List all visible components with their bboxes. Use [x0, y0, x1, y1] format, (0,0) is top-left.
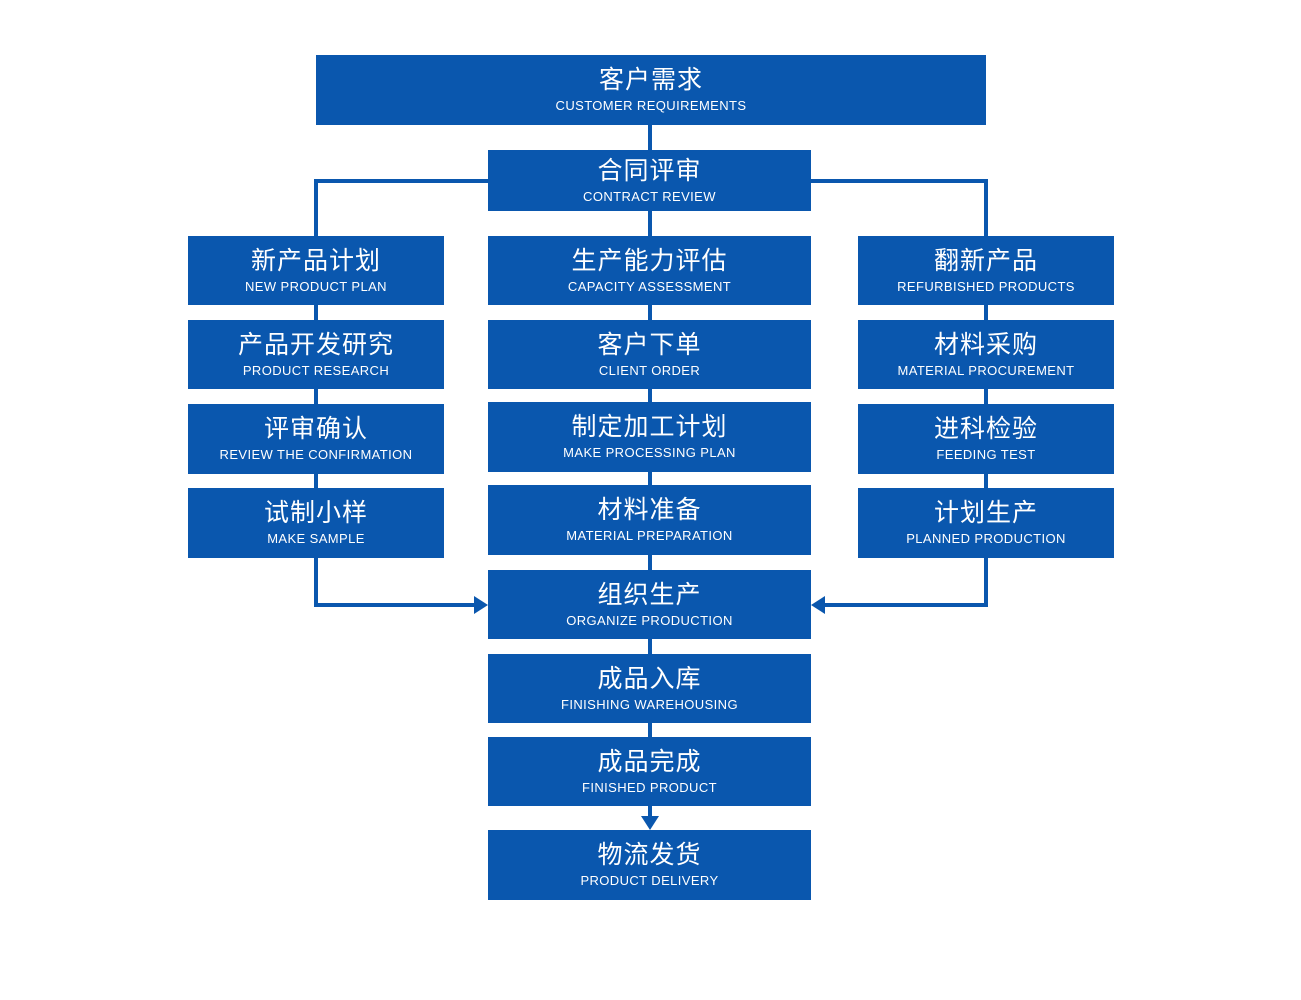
connector-branch-right-horizontal [811, 179, 988, 183]
flow-node-planned-production: 计划生产 PLANNED PRODUCTION [858, 488, 1114, 558]
connector-procurement-to-feeding [984, 389, 988, 404]
flow-node-material-procurement: 材料采购 MATERIAL PROCUREMENT [858, 320, 1114, 389]
node-title-zh: 产品开发研究 [237, 330, 394, 359]
flow-node-feeding-test: 进科检验 FEEDING TEST [858, 404, 1114, 474]
node-subtitle-en: REVIEW THE CONFIRMATION [219, 447, 413, 463]
connector-finished-to-delivery-stem [648, 806, 652, 818]
flow-node-product-delivery: 物流发货 PRODUCT DELIVERY [488, 830, 811, 900]
flow-node-product-research: 产品开发研究 PRODUCT RESEARCH [188, 320, 444, 389]
node-title-zh: 生产能力评估 [571, 246, 728, 275]
node-title-zh: 材料准备 [597, 496, 702, 525]
connector-contract-to-capacity [648, 211, 652, 236]
node-subtitle-en: MATERIAL PREPARATION [566, 528, 733, 544]
flow-node-refurbished-products: 翻新产品 REFURBISHED PRODUCTS [858, 236, 1114, 305]
node-title-zh: 试制小样 [263, 499, 368, 528]
node-title-zh: 制定加工计划 [571, 413, 728, 442]
node-title-zh: 成品完成 [597, 747, 702, 776]
connector-branch-left-horizontal [314, 179, 488, 183]
node-title-zh: 材料采购 [933, 330, 1038, 359]
connector-sample-elbow-horizontal [314, 603, 476, 607]
node-subtitle-en: REFURBISHED PRODUCTS [897, 278, 1075, 294]
flow-node-organize-production: 组织生产 ORGANIZE PRODUCTION [488, 570, 811, 639]
arrowhead-right-into-organize [474, 596, 488, 614]
connector-organize-to-warehousing [648, 639, 652, 654]
node-title-zh: 新产品计划 [250, 246, 381, 275]
node-title-zh: 翻新产品 [933, 246, 1038, 275]
connector-newplan-to-research [314, 305, 318, 320]
node-title-zh: 客户需求 [598, 66, 703, 95]
flow-node-review-confirmation: 评审确认 REVIEW THE CONFIRMATION [188, 404, 444, 474]
connector-research-to-review [314, 389, 318, 404]
connector-order-to-plan [648, 389, 652, 402]
node-subtitle-en: FINISHED PRODUCT [582, 779, 717, 795]
node-subtitle-en: ORGANIZE PRODUCTION [566, 612, 733, 628]
flow-node-new-product-plan: 新产品计划 NEW PRODUCT PLAN [188, 236, 444, 305]
node-subtitle-en: CLIENT ORDER [598, 362, 701, 378]
flow-node-finishing-warehousing: 成品入库 FINISHING WAREHOUSING [488, 654, 811, 723]
connector-customer-to-contract [648, 125, 652, 150]
node-subtitle-en: FINISHING WAREHOUSING [561, 696, 738, 712]
connector-branch-right-vertical [984, 179, 988, 236]
node-subtitle-en: MAKE SAMPLE [267, 531, 365, 547]
connector-capacity-to-order [648, 305, 652, 320]
node-subtitle-en: CONTRACT REVIEW [583, 188, 716, 204]
connector-material-to-organize [648, 555, 652, 570]
node-title-zh: 计划生产 [933, 499, 1038, 528]
node-subtitle-en: PRODUCT RESEARCH [242, 362, 390, 378]
connector-sample-elbow-vertical [314, 558, 318, 607]
node-subtitle-en: MATERIAL PROCUREMENT [897, 362, 1075, 378]
connector-plan-to-material [648, 472, 652, 485]
connector-review-to-sample [314, 474, 318, 488]
connector-feeding-to-planned [984, 474, 988, 488]
node-subtitle-en: FEEDING TEST [936, 447, 1036, 463]
flow-node-customer-requirements: 客户需求 CUSTOMER REQUIREMENTS [316, 55, 986, 125]
flow-node-finished-product: 成品完成 FINISHED PRODUCT [488, 737, 811, 806]
flow-node-client-order: 客户下单 CLIENT ORDER [488, 320, 811, 389]
flow-node-material-preparation: 材料准备 MATERIAL PREPARATION [488, 485, 811, 555]
flow-node-make-sample: 试制小样 MAKE SAMPLE [188, 488, 444, 558]
flow-node-make-processing-plan: 制定加工计划 MAKE PROCESSING PLAN [488, 402, 811, 472]
node-title-zh: 客户下单 [597, 330, 702, 359]
node-subtitle-en: MAKE PROCESSING PLAN [563, 445, 736, 461]
connector-planned-elbow-vertical [984, 558, 988, 607]
node-title-zh: 物流发货 [597, 841, 702, 870]
flow-node-contract-review: 合同评审 CONTRACT REVIEW [488, 150, 811, 211]
node-subtitle-en: CUSTOMER REQUIREMENTS [555, 98, 747, 114]
node-subtitle-en: NEW PRODUCT PLAN [245, 278, 387, 294]
arrowhead-down-into-delivery [641, 816, 659, 830]
arrowhead-left-into-organize [811, 596, 825, 614]
connector-planned-elbow-horizontal [825, 603, 988, 607]
connector-refurbished-to-procurement [984, 305, 988, 320]
node-title-zh: 评审确认 [263, 415, 368, 444]
flow-node-capacity-assessment: 生产能力评估 CAPACITY ASSESSMENT [488, 236, 811, 305]
node-title-zh: 进科检验 [933, 415, 1038, 444]
connector-branch-left-vertical [314, 179, 318, 236]
node-subtitle-en: PLANNED PRODUCTION [906, 531, 1066, 547]
node-subtitle-en: PRODUCT DELIVERY [580, 873, 719, 889]
node-title-zh: 成品入库 [597, 664, 702, 693]
connector-warehousing-to-finished [648, 723, 652, 737]
node-title-zh: 组织生产 [597, 580, 702, 609]
node-title-zh: 合同评审 [597, 156, 702, 185]
node-subtitle-en: CAPACITY ASSESSMENT [567, 278, 732, 294]
